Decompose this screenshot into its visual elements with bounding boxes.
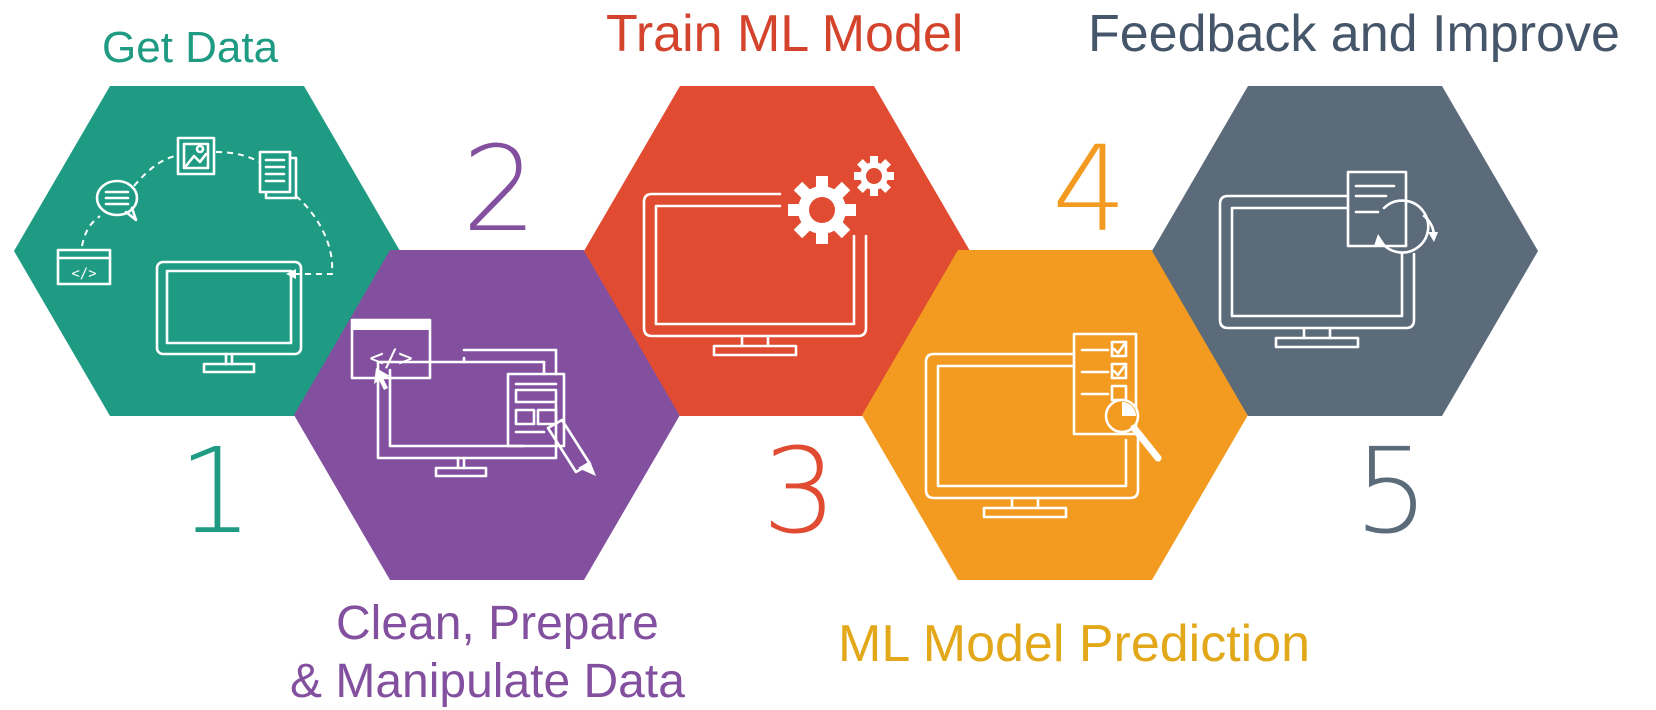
- step-2-number: 2: [462, 120, 538, 258]
- step-1-hexagon: </>: [14, 86, 400, 416]
- refresh-document-icon: [1218, 170, 1438, 349]
- svg-text:</>: </>: [71, 266, 96, 282]
- step-2-hexagon: </>: [294, 250, 680, 580]
- step-3-title: Train ML Model: [606, 5, 964, 63]
- step-1-number: 1: [178, 422, 254, 560]
- step-3-hexagon: [584, 86, 970, 416]
- step-4-title: ML Model Prediction: [838, 615, 1311, 673]
- checklist-search-icon: [924, 332, 1162, 519]
- step-5-hexagon: [1152, 86, 1538, 416]
- svg-text:</>: </>: [369, 344, 412, 372]
- data-collection-icon: </>: [56, 136, 334, 374]
- step-2-title-line2: & Manipulate Data: [290, 655, 685, 708]
- step-4-hexagon: [862, 250, 1248, 580]
- step-2-title-line1: Clean, Prepare: [336, 597, 659, 650]
- gears-icon: [642, 156, 894, 357]
- step-1-title: Get Data: [102, 23, 279, 72]
- code-editing-icon: </>: [350, 318, 596, 478]
- step-3-number: 3: [762, 422, 838, 560]
- step-5-number: 5: [1354, 422, 1430, 560]
- step-4-number: 4: [1052, 120, 1128, 258]
- step-5-title: Feedback and Improve: [1088, 5, 1620, 63]
